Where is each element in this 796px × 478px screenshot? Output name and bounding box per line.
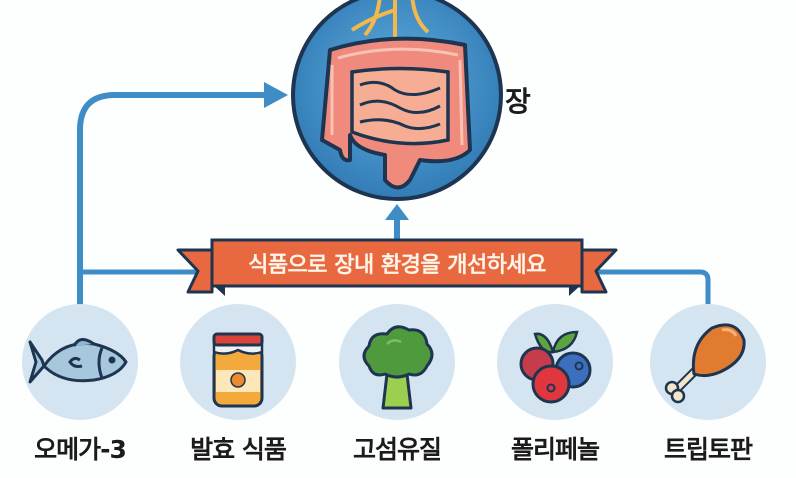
food-node-polyphenol — [497, 304, 613, 420]
food-label-fermented: 발효 식품 — [190, 435, 287, 464]
food-label-polyphenol: 폴리페놀 — [510, 435, 600, 464]
fish-icon — [28, 338, 128, 384]
chicken-drumstick-icon — [664, 323, 746, 404]
organ-label: 장 — [505, 85, 531, 118]
food-node-tryptophan — [650, 304, 766, 420]
food-node-omega3 — [22, 304, 138, 420]
food-node-fiber — [339, 304, 455, 420]
food-label-omega3: 오메가-3 — [34, 435, 127, 464]
arrow-line-horizontal — [80, 269, 711, 312]
banner-title: 식품으로 장내 환경을 개선하세요 — [248, 253, 546, 278]
food-label-fiber: 고섬유질 — [352, 435, 442, 464]
arrow-head-up-icon — [385, 204, 409, 220]
arrow-head-right-icon — [264, 82, 288, 108]
fermented-jar-icon — [212, 332, 264, 408]
berries-icon — [519, 330, 592, 404]
food-label-tryptophan: 트립토판 — [663, 435, 753, 464]
broccoli-icon — [362, 325, 434, 410]
food-node-fermented — [180, 304, 296, 420]
arrow-line-left — [77, 92, 268, 312]
